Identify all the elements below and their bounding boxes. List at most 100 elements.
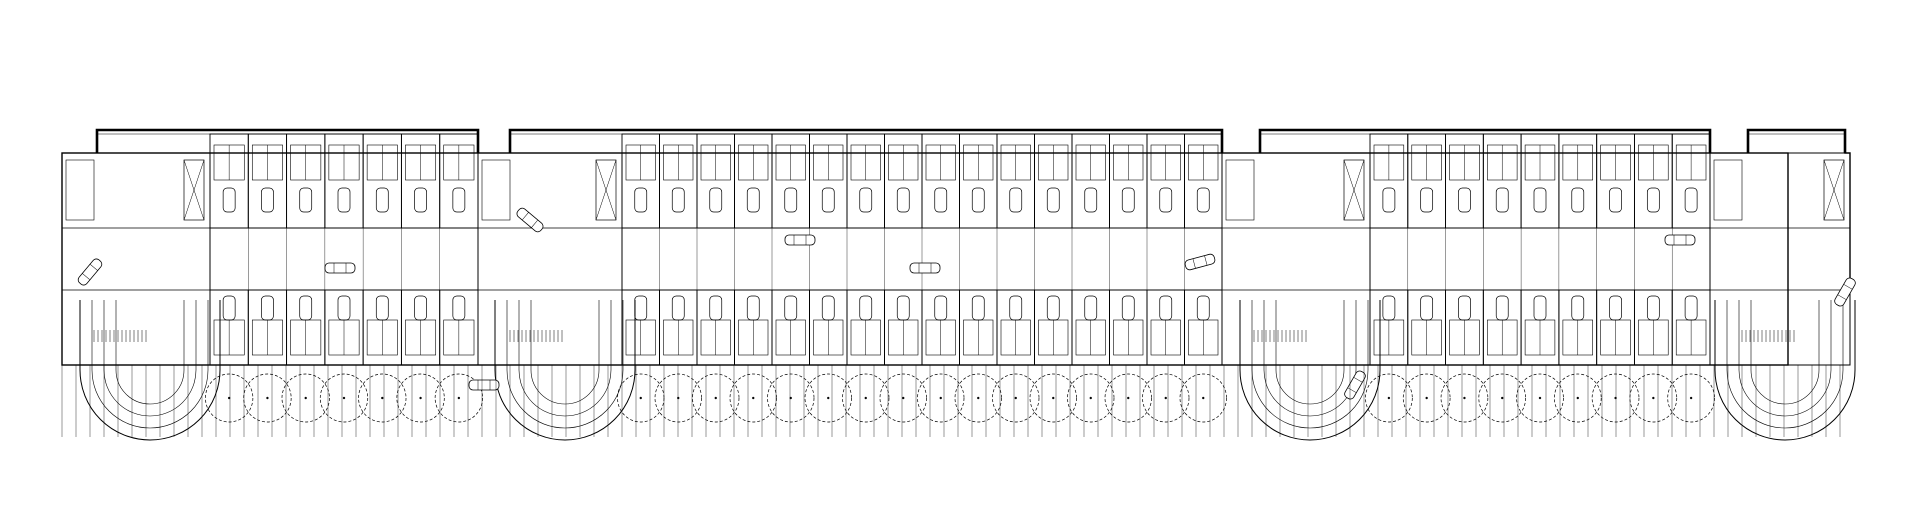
- tree-trunk-2-16: [1202, 396, 1205, 400]
- street-stall-lines: [61, 365, 1841, 437]
- tower-stair-x2-2: [595, 159, 617, 221]
- unit-lower-car-2-12: [1046, 295, 1060, 321]
- tree-canopy-3-4: [1478, 373, 1526, 423]
- unit-upper-car-3-4: [1495, 187, 1509, 213]
- unit-upper-car-2-15: [1159, 187, 1173, 213]
- car-body: [909, 262, 941, 274]
- unit-lower-car-3-7: [1609, 295, 1622, 321]
- unit-upper-car-2-1: [634, 187, 648, 213]
- car-body: [784, 234, 816, 246]
- tree-trunk-3-1: [1387, 396, 1391, 400]
- unit-upper-car-3-5: [1533, 187, 1547, 213]
- unit-upper-car-2-4: [746, 187, 760, 213]
- tower-parking-1: [65, 159, 95, 221]
- unit-lower-car-2-11: [1009, 295, 1023, 321]
- unit-lower-car-1-2: [261, 295, 274, 321]
- tower-core-2: [477, 152, 623, 366]
- tree-trunk-2-6: [827, 396, 830, 400]
- tree-canopy-1-7: [434, 373, 483, 423]
- unit-lower-car-2-6: [821, 295, 835, 321]
- tree-canopy-3-9: [1667, 373, 1715, 423]
- tree-canopy-2-13: [1067, 373, 1115, 423]
- tree-trunk-2-8: [902, 396, 905, 400]
- parked-car: [468, 379, 500, 391]
- car-body: [1664, 234, 1696, 246]
- tower-parking-3: [1225, 159, 1255, 221]
- parked-car: [1184, 253, 1216, 271]
- unit-upper-car-1-7: [452, 187, 466, 213]
- tree-canopy-2-4: [729, 373, 777, 423]
- tree-canopy-2-7: [842, 373, 890, 423]
- car-body: [77, 258, 103, 286]
- unit-lower-car-3-2: [1420, 295, 1434, 321]
- tree-trunk-3-4: [1501, 396, 1504, 400]
- tree-trunk-2-15: [1164, 396, 1167, 400]
- unit-upper-car-3-2: [1420, 187, 1434, 213]
- unit-lower-car-1-7: [452, 295, 466, 321]
- tree-trunk-2-12: [1052, 396, 1055, 400]
- unit-lower-car-3-3: [1458, 295, 1471, 321]
- tree-trunk-1-2: [266, 396, 269, 400]
- tree-canopy-1-4: [319, 373, 369, 423]
- unit-upper-car-2-8: [896, 187, 910, 213]
- unit-upper-car-2-2: [671, 187, 685, 213]
- unit-upper-car-1-5: [375, 187, 389, 213]
- ramp-3-ring-3: [1263, 300, 1357, 417]
- tree-trunk-2-10: [977, 396, 980, 400]
- parked-car: [324, 262, 356, 274]
- ramp-3-ring-2: [1251, 300, 1369, 429]
- tree-canopy-1-3: [281, 373, 330, 423]
- unit-lower-car-2-9: [934, 295, 948, 321]
- unit-upper-car-3-7: [1609, 187, 1622, 213]
- car-body: [516, 207, 544, 233]
- tree-canopy-2-3: [692, 373, 740, 423]
- tree-canopy-2-14: [1104, 373, 1152, 423]
- end-towers: [61, 152, 1851, 366]
- tree-trunk-3-2: [1425, 396, 1428, 400]
- tower-stair-1: [183, 159, 205, 221]
- tree-canopy-2-6: [804, 373, 852, 423]
- unit-upper-car-2-13: [1084, 187, 1098, 213]
- unit-lower-car-3-1: [1382, 295, 1396, 321]
- unit-upper-car-2-9: [934, 187, 948, 213]
- tree-trunk-1-7: [457, 396, 461, 400]
- unit-upper-car-3-8: [1646, 187, 1660, 213]
- unit-lower-car-3-9: [1684, 295, 1698, 321]
- tree-trunk-3-9: [1689, 396, 1693, 400]
- unit-lower-car-2-14: [1121, 295, 1135, 321]
- unit-lower-car-2-3: [709, 295, 723, 321]
- tree-trunk-2-11: [1014, 396, 1017, 400]
- car-body: [324, 262, 356, 274]
- unit-upper-car-3-1: [1382, 187, 1396, 213]
- tower-stair-x2-4: [1823, 159, 1845, 221]
- unit-lower-car-2-7: [859, 295, 873, 321]
- unit-lower-car-2-4: [746, 295, 760, 321]
- unit-lower-car-2-15: [1159, 295, 1173, 321]
- building-outline: [61, 128, 1851, 366]
- tree-trunk-1-6: [419, 396, 422, 400]
- ramp-4-ring-1: [1714, 300, 1856, 441]
- unit-lower-car-1-1: [222, 295, 236, 321]
- roof-band-3: [1258, 128, 1712, 153]
- unit-upper-car-2-10: [971, 187, 985, 213]
- car-window: [1837, 294, 1847, 300]
- unit-upper-car-1-1: [222, 187, 236, 213]
- parked-car: [516, 207, 544, 233]
- car-body: [1344, 370, 1366, 400]
- tree-canopy-2-5: [767, 373, 815, 423]
- tree-canopy-3-1: [1365, 373, 1413, 423]
- tree-trunk-1-5: [381, 396, 384, 400]
- unit-upper-car-2-16: [1196, 187, 1210, 213]
- unit-lower-car-2-5: [784, 295, 798, 321]
- ramp-3-ring-1: [1239, 300, 1381, 441]
- tree-canopy-2-16: [1179, 373, 1227, 423]
- tree-trunk-2-2: [677, 396, 680, 400]
- parked-car: [1344, 370, 1366, 400]
- tree-trunk-1-3: [304, 396, 307, 400]
- unit-lower-car-3-4: [1495, 295, 1509, 321]
- unit-upper-car-1-4: [337, 187, 351, 213]
- tree-canopy-3-2: [1402, 373, 1451, 423]
- tree-trunk-3-8: [1652, 396, 1655, 400]
- tree-trunk-2-5: [789, 396, 792, 400]
